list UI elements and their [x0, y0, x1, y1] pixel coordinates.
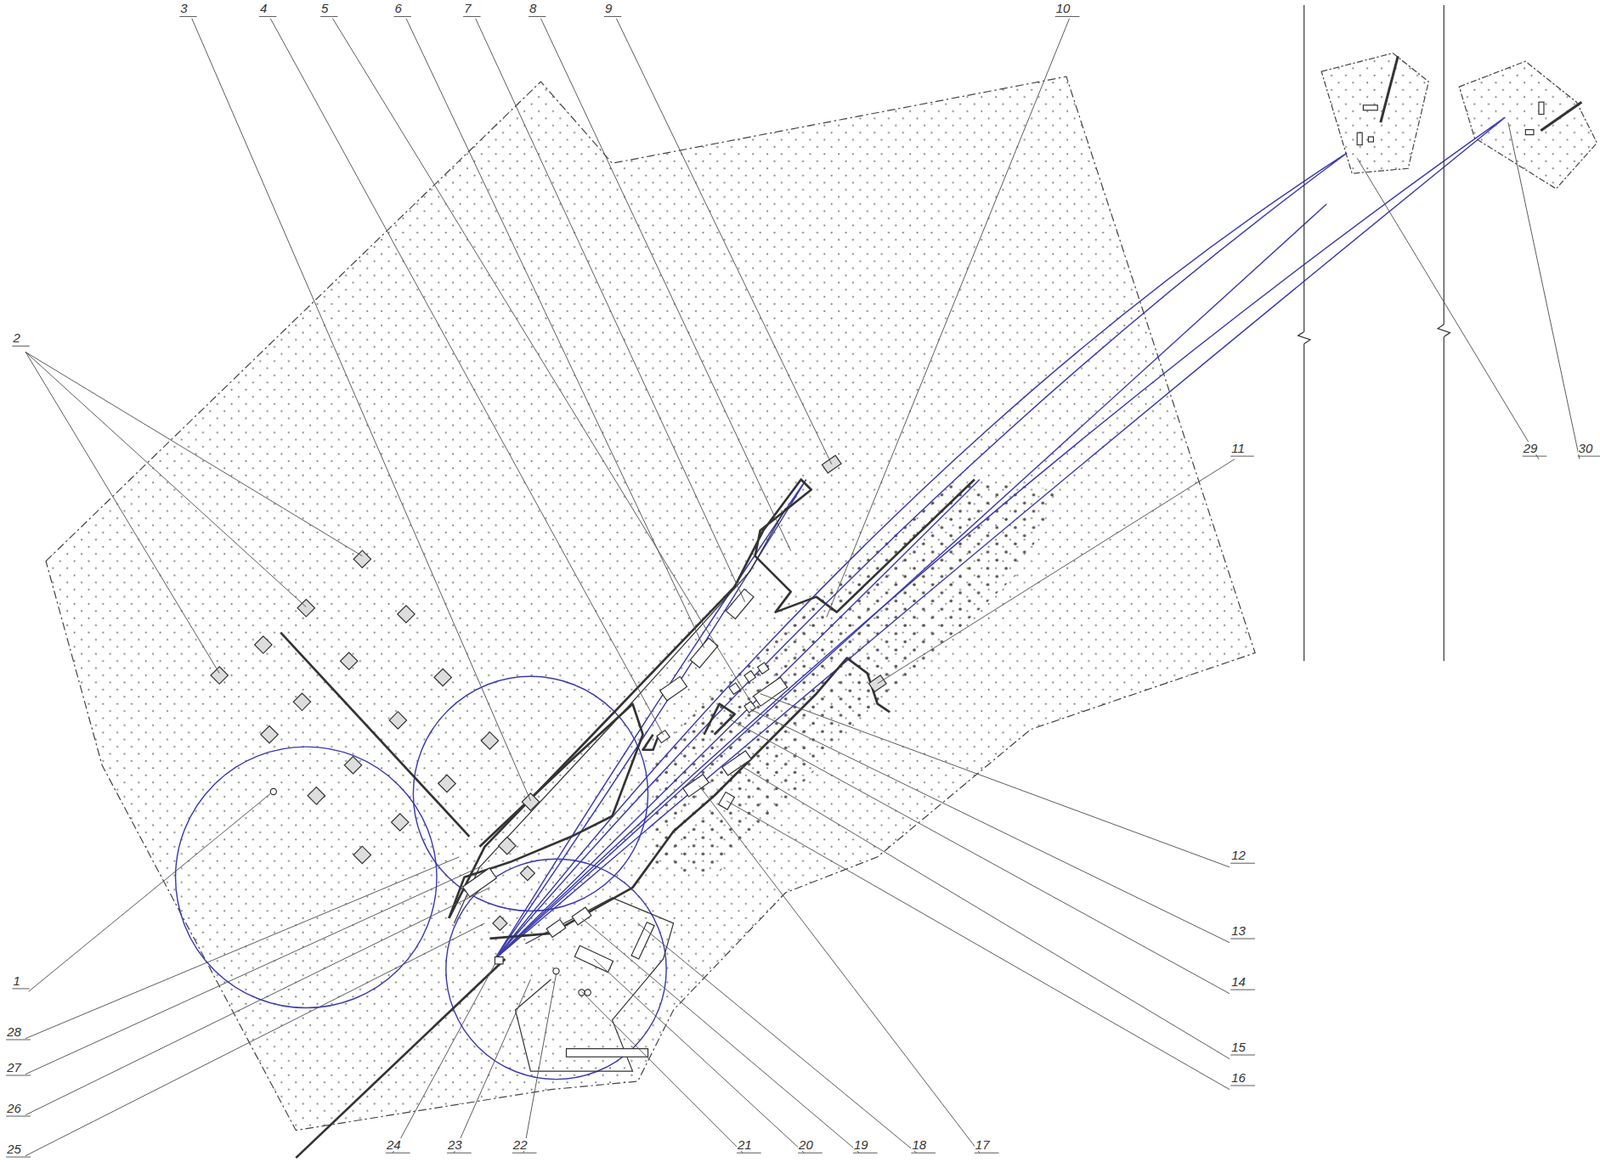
callout-number: 12 — [1230, 848, 1247, 862]
underline — [1055, 16, 1080, 17]
underline — [974, 1153, 1000, 1154]
callout-number: 13 — [1230, 924, 1247, 938]
underline — [11, 345, 29, 347]
underline — [797, 1153, 823, 1154]
callout-number: 6 — [394, 1, 403, 15]
callout-number: 8 — [528, 1, 538, 15]
underline — [604, 16, 622, 17]
underline — [736, 1153, 762, 1154]
underline — [5, 1157, 31, 1159]
underline — [853, 1153, 878, 1154]
callout-underlines — [5, 16, 1600, 1158]
callout-number: 23 — [446, 1138, 464, 1152]
callout-number: 28 — [5, 1025, 23, 1039]
callout-number: 10 — [1055, 1, 1072, 15]
callout-number: 25 — [5, 1142, 23, 1156]
underline — [5, 1116, 31, 1118]
underline — [446, 1153, 472, 1154]
callout-number: 7 — [463, 1, 472, 15]
callout-number: 29 — [1522, 441, 1539, 455]
underline — [1230, 456, 1255, 458]
underline — [394, 16, 412, 17]
underline — [910, 1153, 936, 1154]
callout-number: 2 — [11, 331, 21, 345]
underline — [528, 16, 546, 17]
callout-number: 22 — [512, 1138, 529, 1152]
underline — [1230, 989, 1256, 991]
callout-number: 14 — [1230, 975, 1247, 989]
underline — [463, 16, 481, 17]
callout-number: 3 — [179, 1, 188, 15]
underline — [1230, 1054, 1256, 1056]
callout-number: 20 — [797, 1138, 815, 1152]
callout-number: 18 — [910, 1138, 928, 1152]
underline — [1522, 456, 1548, 458]
underline — [1230, 1085, 1256, 1087]
callout-number: 4 — [259, 1, 268, 15]
callout-number: 5 — [320, 1, 329, 15]
underline — [1230, 863, 1256, 865]
callout-number: 11 — [1230, 441, 1246, 455]
underline — [5, 1075, 31, 1077]
underline — [1577, 456, 1600, 458]
callout-number: 1 — [11, 974, 21, 988]
underline — [11, 988, 29, 990]
callout-number: 26 — [5, 1102, 23, 1115]
underline — [320, 16, 338, 17]
callout-number: 15 — [1230, 1040, 1247, 1054]
callout-number: 16 — [1230, 1071, 1247, 1085]
callout-number: 24 — [385, 1138, 402, 1152]
underline — [179, 16, 197, 17]
underline — [512, 1153, 538, 1154]
underline — [259, 16, 277, 17]
underline — [385, 1153, 411, 1154]
callout-number: 19 — [853, 1138, 870, 1152]
callout-number: 30 — [1577, 441, 1595, 455]
callout-number: 27 — [5, 1061, 23, 1075]
callout-number: 9 — [604, 1, 613, 15]
underline — [5, 1039, 31, 1041]
underline — [1230, 938, 1256, 940]
callout-number: 17 — [974, 1138, 991, 1152]
callout-number: 21 — [736, 1138, 753, 1152]
